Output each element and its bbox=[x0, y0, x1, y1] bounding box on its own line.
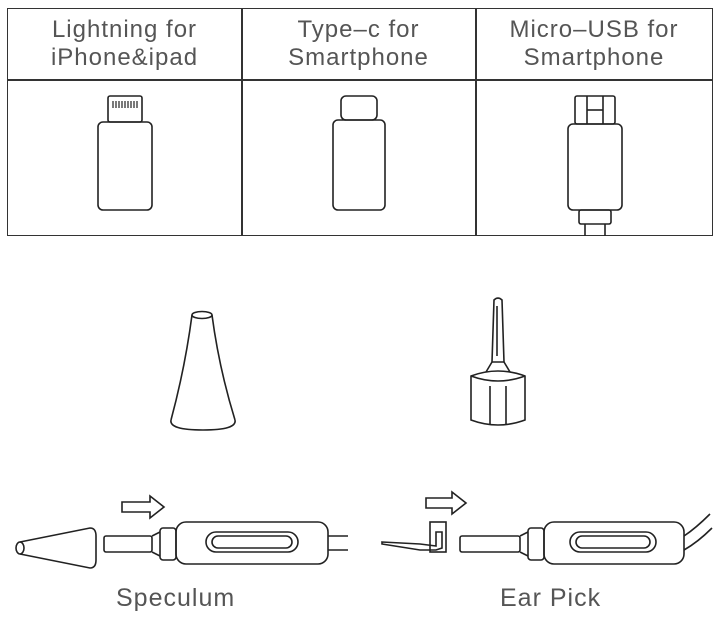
speculum-caption: Speculum bbox=[116, 584, 236, 612]
ear-pick-assembly-icon bbox=[381, 490, 713, 565]
header-line: iPhone&ipad bbox=[50, 44, 199, 71]
header-line: Type–c for bbox=[297, 16, 420, 43]
adapter-table: Lightning for iPhone&ipad Type–c for Sma… bbox=[7, 8, 713, 236]
ear-pick-icon bbox=[470, 297, 526, 426]
table-divider bbox=[8, 79, 712, 81]
header-line: Smartphone bbox=[288, 44, 429, 71]
speculum-assembly-icon bbox=[15, 494, 348, 569]
ear-pick-caption: Ear Pick bbox=[500, 584, 602, 612]
header-line: Lightning for bbox=[51, 16, 198, 43]
micro-usb-adapter-icon bbox=[567, 95, 623, 236]
header-lightning: Lightning for iPhone&ipad bbox=[8, 9, 241, 79]
lightning-adapter-icon bbox=[97, 95, 153, 211]
arrow-right-icon bbox=[121, 494, 166, 520]
type-c-adapter-icon bbox=[332, 95, 386, 211]
header-line: Micro–USB for bbox=[509, 16, 679, 43]
header-type-c: Type–c for Smartphone bbox=[242, 9, 475, 79]
header-micro-usb: Micro–USB for Smartphone bbox=[476, 9, 712, 79]
column-divider bbox=[241, 9, 243, 235]
arrow-right-icon bbox=[425, 490, 468, 516]
column-divider bbox=[475, 9, 477, 235]
speculum-icon bbox=[170, 310, 236, 431]
header-line: Smartphone bbox=[523, 44, 665, 71]
